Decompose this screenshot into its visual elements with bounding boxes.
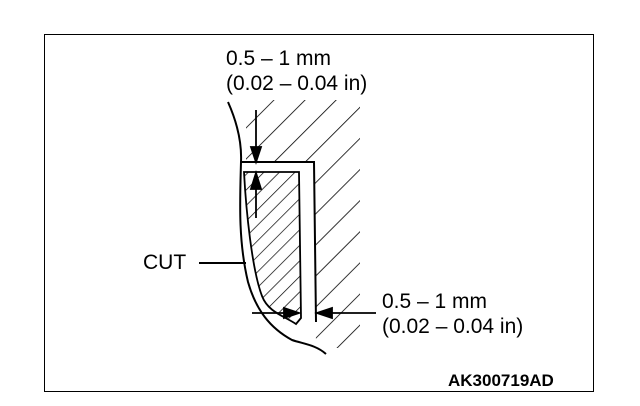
figure-frame [44,34,594,392]
right-dimension-mm: 0.5 – 1 mm [382,290,488,313]
top-dimension-mm: 0.5 – 1 mm [226,47,332,70]
top-dimension-arrows [249,110,263,218]
cut-piece [243,171,302,326]
part-outline [227,101,327,355]
right-dimension-inch: (0.02 – 0.04 in) [382,315,524,338]
right-dimension-arrows [252,306,376,320]
top-dimension-inch: (0.02 – 0.04 in) [226,72,368,95]
figure-code: AK300719AD [448,371,554,390]
cut-gap [241,162,316,320]
cut-label: CUT [143,251,187,274]
